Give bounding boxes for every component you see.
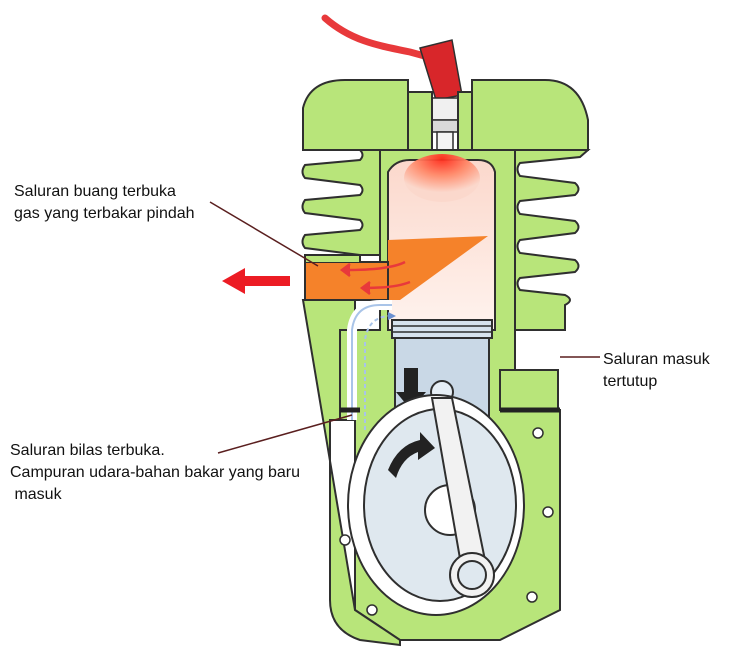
spark-plug-nut xyxy=(430,120,460,132)
left-cooling-fins xyxy=(303,150,381,255)
transfer-label: Saluran bilas terbuka. Campuran udara-ba… xyxy=(10,440,300,506)
leader-line-exhaust xyxy=(210,202,318,266)
intake-label-line-1: Saluran masuk xyxy=(603,349,710,371)
spark-flame xyxy=(404,154,480,202)
spark-plug-wire xyxy=(325,18,432,58)
spark-plug-body xyxy=(432,98,458,120)
transfer-label-line-1: Saluran bilas terbuka. xyxy=(10,440,300,462)
exhaust-label-line-1: Saluran buang terbuka xyxy=(14,181,195,203)
exhaust-label: Saluran buang terbuka gas yang terbakar … xyxy=(14,181,195,225)
intake-label: Saluran masuk tertutup xyxy=(603,349,710,393)
exhaust-arrow xyxy=(222,268,290,294)
cylinder-head xyxy=(303,80,408,150)
exhaust-label-line-2: gas yang terbakar pindah xyxy=(14,203,195,225)
transfer-label-line-2: Campuran udara-bahan bakar yang baru xyxy=(10,462,300,484)
intake-port xyxy=(500,370,558,410)
right-cooling-fins xyxy=(515,150,588,330)
intake-label-line-2: tertutup xyxy=(603,371,710,393)
transfer-label-line-3: masuk xyxy=(10,484,300,506)
